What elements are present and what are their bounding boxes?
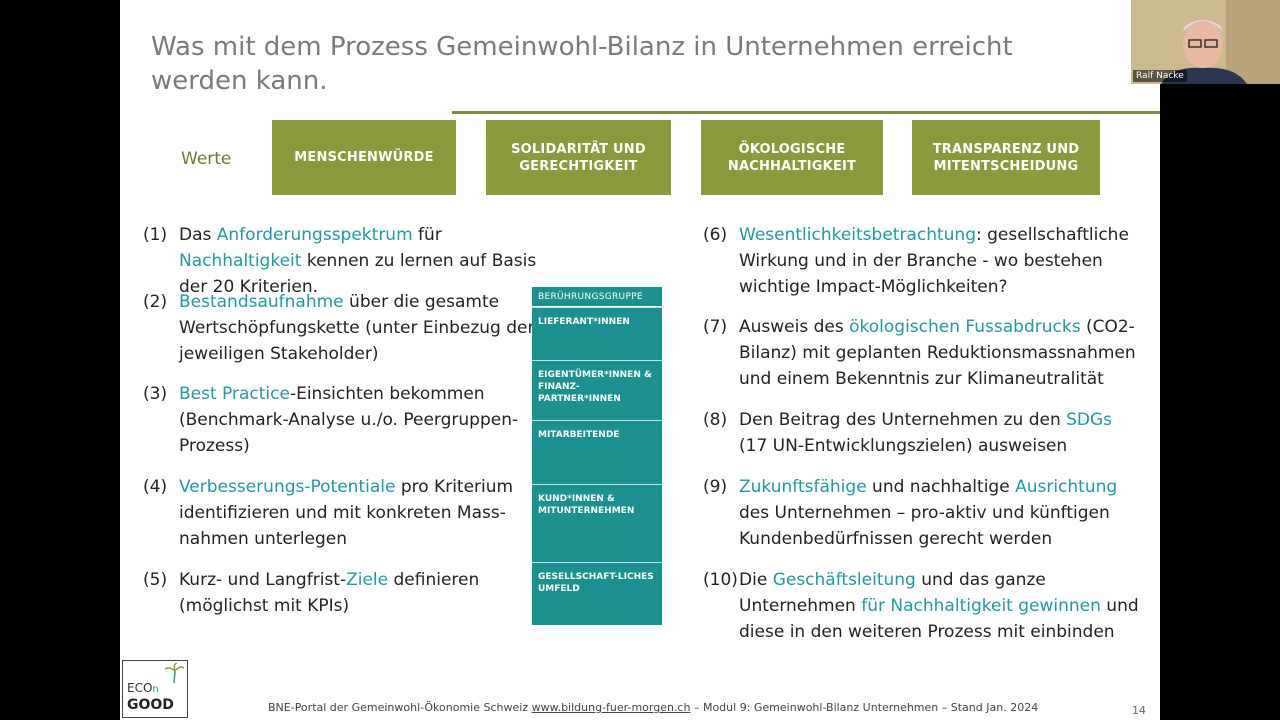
goal-text-part: über die gesamte Wertschöpfungskette (un… <box>179 292 535 364</box>
footer-link[interactable]: www.bildung-fuer-morgen.ch <box>531 701 691 714</box>
value-box-menschenwuerde: MENSCHENWÜRDE <box>272 120 456 195</box>
webcam-thumbnail[interactable]: Ralf Nacke <box>1131 0 1280 84</box>
goal-text-part: Das <box>179 225 217 245</box>
participant-avatar <box>1131 0 1280 84</box>
goal-number: (10) <box>703 570 738 590</box>
value-box-label: SOLIDARITÄT UND GERECHTIGKEIT <box>511 141 646 174</box>
goal-text-part: -Einsichten bekommen (Benchmark-Analyse … <box>179 384 519 456</box>
econgood-logo: ECOn GOOD <box>122 660 188 718</box>
logo-text-eco: ECOn <box>127 681 159 695</box>
goal-text-part: für <box>412 225 442 245</box>
slide-footer: BNE-Portal der Gemeinwohl-Ökonomie Schwe… <box>268 701 1038 714</box>
highlight-term: Ausrichtung <box>1015 477 1118 497</box>
goal-text-part: Ausweis des <box>739 317 850 337</box>
goal-text-part: Die <box>739 570 773 590</box>
value-box-label: TRANSPARENZ UND MITENTSCHEIDUNG <box>932 141 1080 174</box>
goal-text-part: des Unternehmen – pro-aktiv und künftige… <box>739 503 1110 549</box>
goal-text-part: und das ganze Unternehmen <box>739 570 1046 616</box>
slide-title: Was mit dem Prozess Gemeinwohl-Bilanz in… <box>151 32 1013 96</box>
goal-text: Best Practice-Einsichten bekommen (Bench… <box>179 381 539 459</box>
goal-number: (2) <box>143 292 168 312</box>
highlight-term: Geschäftsleitung <box>772 570 916 590</box>
stakeholder-table-header: BERÜHRUNGSGRUPPE <box>532 287 662 307</box>
page-number: 14 <box>1132 704 1146 717</box>
goal-number: (6) <box>703 225 728 245</box>
values-label: Werte <box>181 149 232 169</box>
logo-text-good: GOOD <box>127 697 174 713</box>
presentation-slide: Was mit dem Prozess Gemeinwohl-Bilanz in… <box>120 0 1160 720</box>
goal-text: Verbesserungs-Potentiale pro Kriterium i… <box>179 474 539 552</box>
goal-text: Den Beitrag des Unternehmen zu den SDGs … <box>739 407 1139 459</box>
goal-text: Die Geschäftsleitung und das ganze Unter… <box>739 567 1139 645</box>
goal-number: (5) <box>143 570 168 590</box>
highlight-term: Wesentlichkeitsbetrachtung <box>739 225 976 245</box>
goal-number: (8) <box>703 410 728 430</box>
stakeholder-table: BERÜHRUNGSGRUPPE LIEFERANT*INNEN EIGENTÜ… <box>532 287 662 625</box>
goal-number: (3) <box>143 384 168 404</box>
goal-number: (4) <box>143 477 168 497</box>
goal-text-part: Kurz- und Langfrist- <box>179 570 347 590</box>
goal-text: Das Anforderungsspektrum für Nachhaltigk… <box>179 222 539 300</box>
goal-text-part: und diese in den weiteren Prozess mit ei… <box>739 596 1139 642</box>
title-divider <box>452 111 1160 114</box>
goal-text-part: und nachhaltige <box>866 477 1016 497</box>
goal-text: Bestandsaufnahme über die gesamte Wertsc… <box>179 289 539 367</box>
goal-number: (7) <box>703 317 728 337</box>
goal-text: Wesentlichkeitsbetrachtung: gesellschaft… <box>739 222 1139 300</box>
value-box-label: MENSCHENWÜRDE <box>294 150 434 165</box>
goal-text-part: (CO2-Bilanz) mit geplanten Reduktionsmas… <box>739 317 1136 389</box>
highlight-term: SDGs <box>1066 410 1113 430</box>
goal-text-part: kennen zu lernen auf Basis der 20 Kriter… <box>179 251 537 297</box>
value-box-label: ÖKOLOGISCHE NACHHALTIGKEIT <box>727 141 857 174</box>
participant-name: Ralf Nacke <box>1133 70 1187 82</box>
highlight-term: Ziele <box>346 570 389 590</box>
footer-text: – Modul 9: Gemeinwohl-Bilanz Unternehmen… <box>690 701 1039 714</box>
goal-number: (1) <box>143 225 168 245</box>
value-box-oekologie: ÖKOLOGISCHE NACHHALTIGKEIT <box>701 120 883 195</box>
stakeholder-row: LIEFERANT*INNEN <box>532 307 662 360</box>
goal-text-part: pro Kriterium identifizieren und mit kon… <box>179 477 514 549</box>
highlight-term: Verbesserungs-Potentiale <box>179 477 396 497</box>
goal-number: (9) <box>703 477 728 497</box>
footer-text: BNE-Portal der Gemeinwohl-Ökonomie Schwe… <box>268 701 532 714</box>
value-box-transparenz: TRANSPARENZ UND MITENTSCHEIDUNG <box>912 120 1100 195</box>
highlight-term: Bestandsaufnahme <box>179 292 344 312</box>
highlight-term: Nachhaltigkeit <box>179 251 302 271</box>
stakeholder-row: KUND*INNEN & MITUNTERNEHMEN <box>532 484 662 562</box>
goal-text: Ausweis des ökologischen Fussabdrucks (C… <box>739 314 1139 392</box>
goal-text: Kurz- und Langfrist-Ziele definieren (mö… <box>179 567 539 619</box>
stakeholder-row: GESELLSCHAFT-LICHES UMFELD <box>532 562 662 625</box>
highlight-term: ökologischen Fussabdrucks <box>849 317 1081 337</box>
value-box-solidaritaet: SOLIDARITÄT UND GERECHTIGKEIT <box>486 120 671 195</box>
stakeholder-row: EIGENTÜMER*INNEN & FINANZ-PARTNER*INNEN <box>532 360 662 420</box>
highlight-term: Zukunftsfähige <box>739 477 867 497</box>
goal-text-part: Den Beitrag des Unternehmen zu den <box>739 410 1067 430</box>
palm-icon <box>164 663 185 683</box>
goal-text-part: : gesellschaftliche Wirkung und in der B… <box>739 225 1129 297</box>
goal-text-part: definieren (möglichst mit KPIs) <box>179 570 480 616</box>
stakeholder-row: MITARBEITENDE <box>532 420 662 484</box>
highlight-term: Anforderungsspektrum <box>216 225 413 245</box>
goal-text: Zukunftsfähige und nachhaltige Ausrichtu… <box>739 474 1139 552</box>
goal-text-part: (17 UN-Entwicklungszielen) ausweisen <box>739 436 1068 456</box>
highlight-term: für Nachhaltigkeit gewinnen <box>861 596 1101 616</box>
highlight-term: Best Practice <box>179 384 290 404</box>
